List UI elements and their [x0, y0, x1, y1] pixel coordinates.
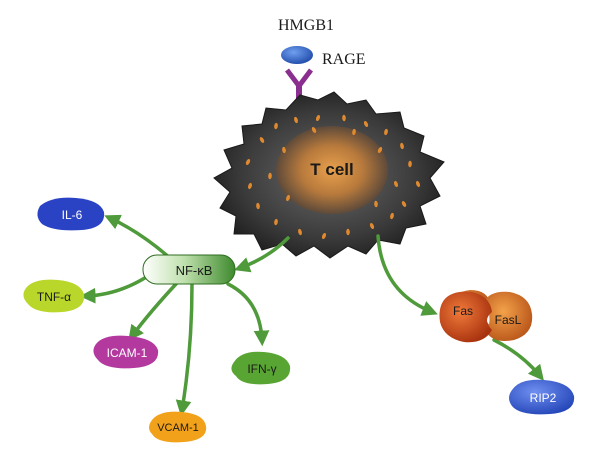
icam1-node: ICAM-1 [93, 335, 159, 369]
il6-node: IL-6 [37, 197, 105, 231]
tnfa-node: TNF-α [23, 279, 85, 313]
granule [390, 212, 394, 220]
arrow-nfkb-to-vcam1 [175, 282, 194, 417]
ifng-shape [231, 351, 291, 385]
icam1-label: ICAM-1 [107, 346, 148, 360]
vcam1-shape [149, 411, 207, 443]
icam1-shape [93, 335, 159, 369]
granule [259, 137, 265, 143]
t-cell: T cell [213, 91, 445, 259]
fas-shape [439, 291, 492, 343]
hmgb1-ligand-icon [281, 46, 313, 64]
rip2-node: RIP2 [509, 379, 575, 415]
fas-fasl-complex: Fas FasL [439, 290, 533, 343]
t-cell-label: T cell [310, 160, 353, 179]
granule [401, 201, 407, 207]
granule [256, 202, 260, 210]
arrow-tcell-to-nfkb [234, 236, 290, 273]
granule [268, 172, 272, 180]
granule [384, 128, 388, 136]
granule [315, 114, 321, 122]
granule [408, 160, 412, 168]
nfkb-hub: NF-κB [142, 254, 236, 285]
il6-shape [37, 197, 105, 231]
arrow-nfkb-to-tnfa [79, 274, 150, 304]
granule [274, 218, 278, 226]
il6-label: IL-6 [62, 208, 83, 222]
vcam1-label: VCAM-1 [157, 422, 199, 434]
granule [346, 228, 350, 236]
granule [369, 222, 375, 230]
rip2-label: RIP2 [530, 391, 557, 405]
granule [248, 182, 252, 190]
granule [352, 128, 356, 136]
granule [363, 121, 369, 127]
hmgb1-label: HMGB1 [278, 17, 334, 34]
vcam1-node: VCAM-1 [149, 411, 207, 443]
fasl-shape-right [484, 291, 533, 341]
granule [294, 116, 298, 124]
ifng-label: IFN-γ [247, 362, 276, 376]
granule [311, 127, 317, 133]
arrow-nfkb-to-il6 [104, 214, 172, 260]
arrow-fas-to-rip2 [492, 338, 544, 381]
granule [274, 122, 278, 130]
fas-label: Fas [453, 304, 473, 318]
rip2-shape [509, 379, 575, 415]
granule [400, 142, 404, 150]
cytoplasm-granules [245, 114, 421, 240]
ifng-node: IFN-γ [231, 351, 291, 385]
tnfa-label: TNF-α [37, 290, 71, 304]
nucleus [276, 126, 388, 214]
granule [245, 159, 251, 165]
granule [415, 180, 421, 188]
granule [298, 228, 302, 236]
fasl-label: FasL [495, 313, 522, 327]
arrow-nfkb-to-icam1 [128, 282, 178, 342]
arrows [79, 214, 544, 417]
arrow-nfkb-to-ifng [226, 282, 270, 347]
granule [394, 180, 398, 188]
granule [286, 194, 290, 202]
granule [377, 147, 383, 153]
granule [342, 114, 346, 122]
granule [374, 200, 378, 208]
granule [321, 232, 327, 240]
nfkb-label: NF-κB [176, 263, 213, 278]
tnfa-shape [23, 279, 85, 313]
arrow-tcell-to-fas [376, 234, 438, 316]
rage-receptor-icon [285, 68, 313, 100]
granule [282, 146, 286, 154]
rage-label: RAGE [322, 51, 366, 68]
